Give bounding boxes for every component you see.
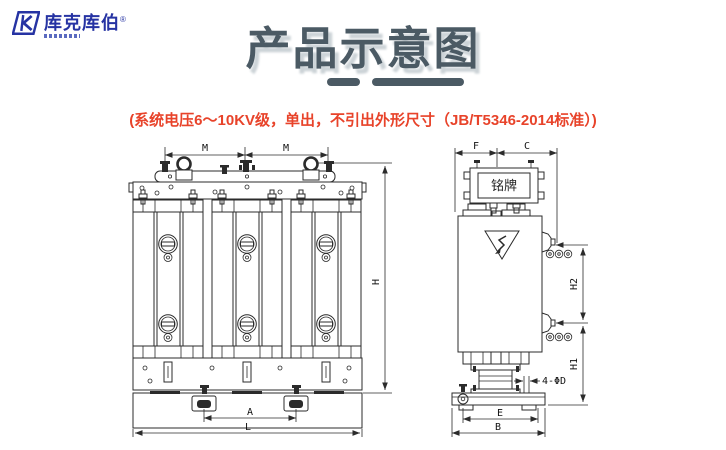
upper-terminal [541,231,573,259]
dim-label-e: E [497,408,503,419]
base-foot-right [283,385,309,412]
nameplate-label: 铭牌 [491,178,517,193]
dim-label-c: C [524,141,530,152]
page-title: 产品示意图 [245,23,481,74]
dim-label-h2: H2 [569,278,580,290]
spec-note: (系统电压6～10KV级，单出，不引出外形尺寸（JB/T5346-2014标准）… [129,112,597,129]
mount-holes-callout: 4-ΦD [514,376,566,393]
front-view: M M [128,143,392,437]
lifting-eye-right [302,156,320,181]
ground-terminal [457,384,469,405]
brand-logo: 库克库伯® [12,10,127,38]
dim-label-m2: M [283,143,289,154]
dim-label-mount-holes: 4-ΦD [542,376,566,387]
dim-label-h: H [371,279,382,285]
high-voltage-warning-icon [484,230,520,260]
brand-name: 库克库伯® [44,13,127,33]
lower-terminal [541,312,573,342]
dim-label-l: L [245,422,251,433]
side-view: F C 铭牌 [451,141,588,437]
dim-label-m1: M [202,143,208,154]
logo-tagline [44,34,80,38]
title-underline-long [372,78,464,86]
title-underline-short [327,78,360,86]
base-foot-left [191,385,217,412]
dim-label-a: A [247,407,253,418]
brand-logo-icon [12,11,40,35]
dim-label-f: F [473,141,479,152]
dim-label-h1: H1 [569,358,580,370]
nameplate-box: 铭牌 [463,160,545,214]
registered-mark: ® [120,15,127,24]
lifting-eye-left [175,156,193,181]
dim-label-b: B [495,422,501,433]
